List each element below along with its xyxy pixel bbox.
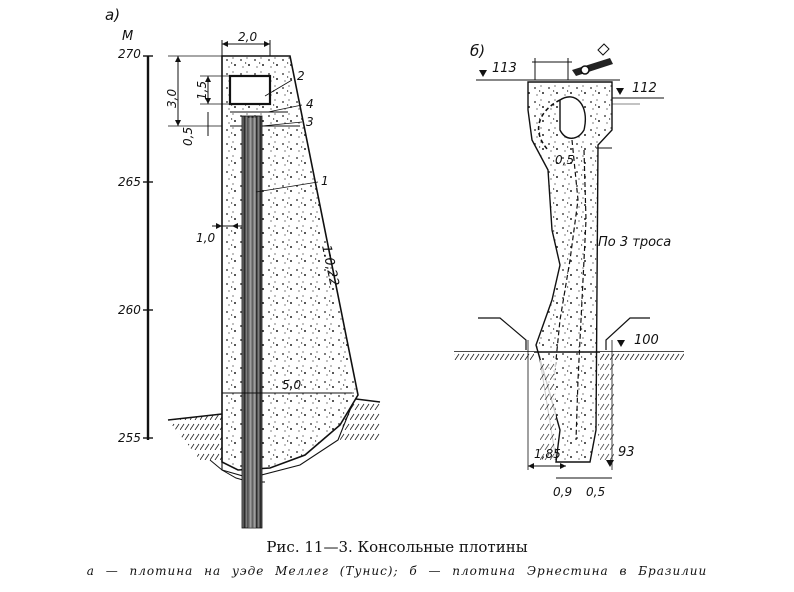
caption-title: Рис. 11—3. Консольные плотины: [266, 538, 528, 556]
svg-text:0,5: 0,5: [586, 485, 605, 499]
cable-note: По 3 троса: [598, 235, 671, 250]
dim-top-width: 2,0: [221, 30, 271, 56]
svg-text:2: 2: [297, 69, 305, 83]
svg-text:4: 4: [306, 97, 314, 111]
svg-text:1,0: 1,0: [196, 231, 215, 245]
ground-b: 100: [454, 317, 684, 461]
svg-text:0,5: 0,5: [555, 153, 574, 167]
dim-left-heights: 3,0 1,5 0,5: [165, 55, 230, 146]
panel-b: б) 113 112: [454, 42, 684, 499]
svg-text:100: 100: [634, 333, 659, 348]
svg-text:1,5: 1,5: [195, 81, 209, 100]
svg-text:1: 1: [321, 174, 329, 188]
callouts-a: 2 4 3 1: [255, 69, 329, 193]
base-dims-b: 1,85 0,9 0,5 93: [527, 340, 635, 499]
caption-subtitle: а — плотина на уэде Меллег (Тунис); б — …: [86, 564, 708, 578]
svg-text:93: 93: [618, 445, 635, 460]
svg-text:1,85: 1,85: [534, 447, 561, 461]
panel-b-label: б): [470, 42, 485, 60]
svg-text:112: 112: [632, 81, 657, 96]
svg-text:2,0: 2,0: [238, 30, 257, 44]
svg-text:113: 113: [492, 61, 517, 76]
panel-a: а) М 270 265 260 255: [105, 6, 381, 529]
svg-text:0,5: 0,5: [181, 127, 195, 146]
panel-a-label: а): [105, 6, 120, 24]
svg-text:3,0: 3,0: [165, 89, 179, 108]
dim-offset: 1,0: [196, 223, 242, 245]
elevation-scale: 270 265 260 255: [118, 47, 153, 445]
dim-base-width: 5,0: [222, 378, 352, 394]
level-unit-label: М: [122, 29, 133, 44]
level-260: 260: [118, 303, 141, 317]
gallery: [228, 74, 272, 106]
gate-mechanism: [532, 43, 613, 80]
dim-width-top: 0,5: [555, 147, 612, 167]
level-crest: 113: [476, 61, 620, 81]
rebar-column: [241, 115, 263, 529]
level-270: 270: [118, 47, 141, 61]
svg-text:5,0: 5,0: [282, 378, 301, 392]
svg-text:3: 3: [306, 115, 314, 129]
level-255: 255: [118, 431, 141, 445]
svg-text:0,9: 0,9: [553, 485, 572, 499]
level-265: 265: [118, 175, 141, 189]
